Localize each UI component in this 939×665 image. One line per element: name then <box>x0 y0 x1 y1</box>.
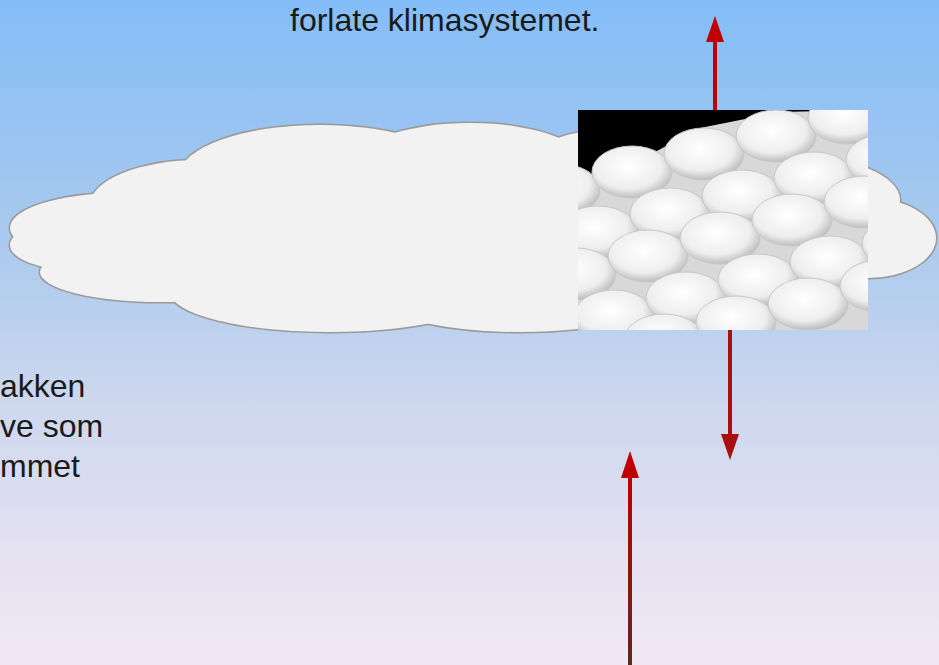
slide-heading: forlate klimasystemet. <box>290 0 599 40</box>
radiation-arrows <box>621 16 739 665</box>
cloud <box>10 123 936 332</box>
duvet-photo <box>578 110 868 330</box>
body-text: mmet <box>0 446 80 486</box>
body-text: akken <box>0 366 85 406</box>
body-text: ve som <box>0 406 103 446</box>
